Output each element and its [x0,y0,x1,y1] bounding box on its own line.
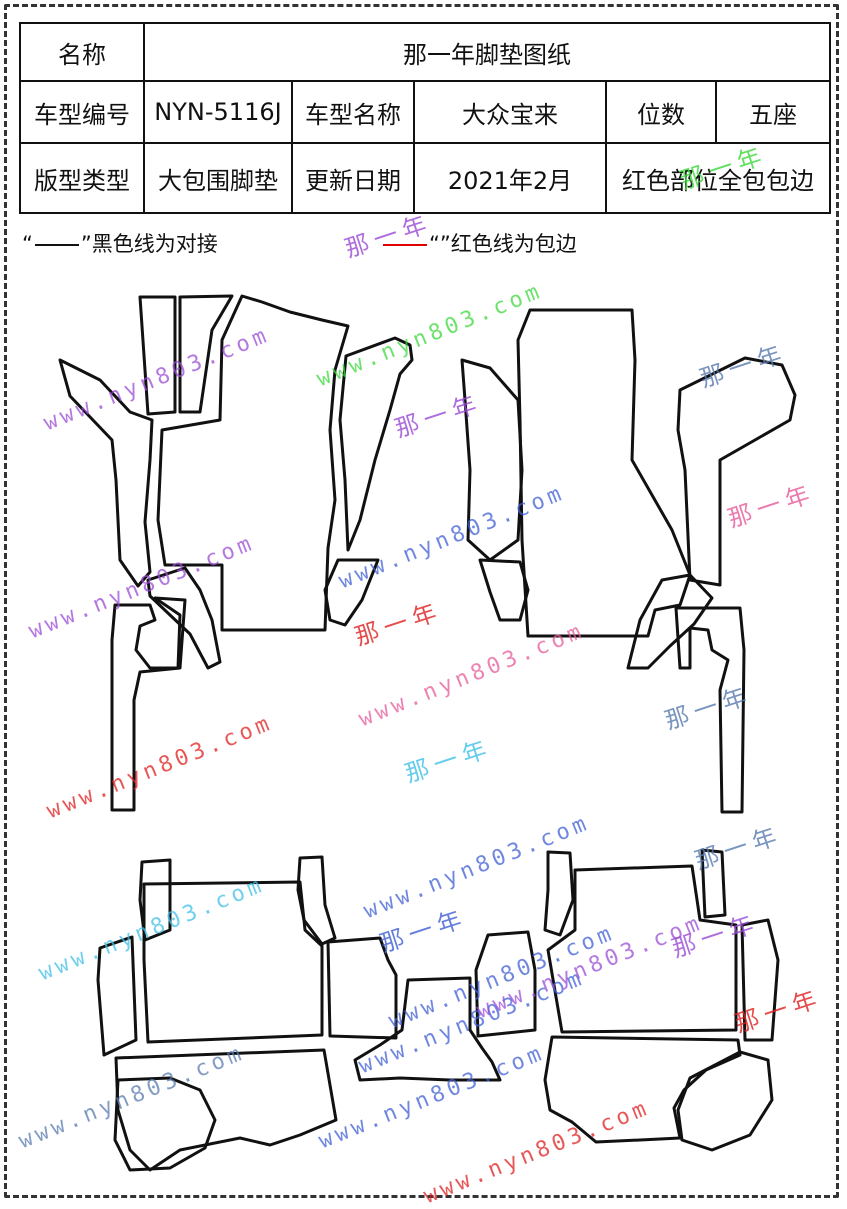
type-label: 版型类型 [19,142,145,214]
mat-piece [474,930,537,1038]
mat-piece [740,918,780,1042]
mat-piece [323,558,380,627]
table-row: 版型类型 大包围脚垫 更新日期 2021年2月 红色部位全包包边 [19,142,831,214]
mat-piece [296,855,337,946]
mat-piece [478,558,530,622]
mat-piece [110,596,187,812]
type-value: 大包围脚垫 [143,142,293,214]
drawing-title: 那一年脚垫图纸 [143,22,831,82]
red-line-sample [383,244,427,246]
mat-piece [460,358,524,562]
mat-piece [546,864,738,1034]
legend-red-line: 那“”红色线为包边 [360,228,577,258]
mat-piece [142,880,324,1044]
mat-piece [156,294,350,632]
mat-piece [338,336,414,552]
mat-piece [113,1076,217,1172]
mat-piece [543,1035,742,1144]
mat-piece [543,850,575,937]
date-label: 更新日期 [291,142,415,214]
mat-piece [96,935,138,1057]
mat-piece [676,1050,774,1152]
mat-piece [138,858,172,942]
mat-piece [146,566,222,670]
legend-quote: “ [429,232,440,256]
model-name-value: 大众宝来 [413,80,607,144]
mat-piece [700,848,727,919]
name-label: 名称 [19,22,145,82]
legend-black-text: ”黑色线为对接 [80,232,218,256]
table-row: 车型编号 NYN-5116J 车型名称 大众宝来 位数 五座 [19,80,831,144]
mat-piece [326,936,398,1040]
model-code-value: NYN-5116J [143,80,293,144]
mat-piece [353,976,502,1082]
table-row: 名称 那一年脚垫图纸 [19,22,831,82]
date-value: 2021年2月 [413,142,607,214]
seats-label: 位数 [605,80,717,144]
mat-piece [516,308,692,638]
mat-piece [626,573,714,670]
seats-value: 五座 [715,80,831,144]
mat-piece [58,358,154,588]
mat-piece [674,606,746,814]
legend-quote: “ [22,232,33,256]
legend-black-line: “ ”黑色线为对接 [22,228,218,258]
model-code-label: 车型编号 [19,80,145,144]
mat-piece [114,1048,338,1172]
edge-note: 红色部位全包包边 [605,142,831,214]
spec-table: 名称 那一年脚垫图纸 车型编号 NYN-5116J 车型名称 大众宝来 位数 五… [19,22,831,214]
page-border [4,4,839,1198]
legend-red-text: ”红色线为包边 [439,232,577,256]
mat-piece [138,295,177,416]
mat-piece [178,294,234,414]
mat-piece [676,356,797,587]
model-name-label: 车型名称 [291,80,415,144]
black-line-sample [34,244,79,246]
